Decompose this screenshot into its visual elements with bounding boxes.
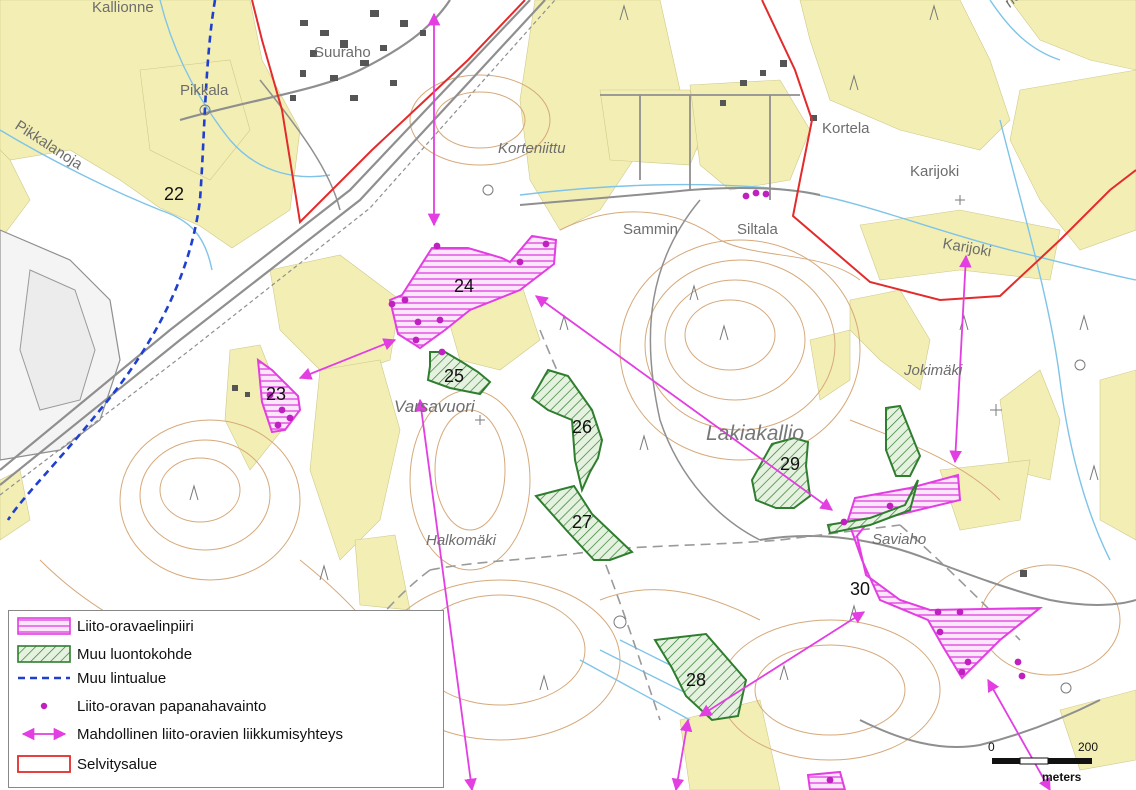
legend-item-nature-site: Muu luontokohde	[15, 643, 192, 665]
label-noja: noja	[1001, 0, 1033, 11]
label-varsavuori: Varsavuori	[394, 397, 476, 416]
legend-item-bird-area: Muu lintualue	[15, 667, 166, 689]
area-30-shape	[846, 473, 1043, 680]
dropping-observations	[266, 189, 1026, 784]
legend-item-droppings: Liito-oravan papanahavainto	[15, 695, 266, 717]
red-outline-box-icon	[15, 754, 73, 774]
flying-squirrel-areas	[256, 234, 1043, 790]
legend-item-movement-link: Mahdollinen liito-oravien liikkumisyhtey…	[15, 723, 343, 745]
legend-label: Mahdollinen liito-oravien liikkumisyhtey…	[77, 725, 343, 743]
legend-label: Muu luontokohde	[77, 645, 193, 663]
area-number-29: 29	[780, 454, 800, 474]
legend-label: Selvitysalue	[77, 755, 158, 773]
legend-item-survey-area: Selvitysalue	[15, 753, 157, 775]
double-arrow-icon	[15, 724, 73, 744]
scale-min-label: 0	[988, 740, 995, 754]
scale-bar-graphic	[992, 757, 1092, 765]
legend-label: Liito-oravan papanahavainto	[77, 697, 267, 715]
map-legend: Liito-oravaelinpiiri Muu luontokohde Muu…	[8, 610, 444, 788]
dashed-blue-line-icon	[15, 668, 73, 688]
label-kallionne: Kallionne	[92, 0, 154, 16]
area-number-27: 27	[572, 512, 592, 532]
label-sammin: Sammin	[623, 221, 678, 238]
area-number-25: 25	[444, 366, 464, 386]
area-jokimaki-shape	[885, 404, 922, 477]
water-features	[0, 0, 1136, 721]
hatch-pink-box-icon	[15, 616, 73, 636]
label-saviaho: Saviaho	[872, 531, 926, 548]
label-suuraho: Suuraho	[314, 44, 371, 61]
label-korteniittu: Korteniittu	[498, 140, 566, 157]
label-karijoki-village: Karijoki	[910, 163, 959, 180]
pink-dot-icon	[15, 696, 73, 716]
area-numbers: 22 23 24 25 26 27 28 29 30	[164, 184, 870, 690]
label-jokimaki: Jokimäki	[903, 362, 963, 379]
legend-label: Muu lintualue	[77, 669, 167, 687]
label-siltala: Siltala	[737, 221, 779, 238]
area-number-28: 28	[686, 670, 706, 690]
legend-item-liito-area: Liito-oravaelinpiiri	[15, 615, 194, 637]
scale-max-label: 200	[1078, 740, 1099, 754]
area-number-23: 23	[266, 384, 286, 404]
area-number-24: 24	[454, 276, 474, 296]
area-number-26: 26	[572, 417, 592, 437]
survey-area-boundary	[251, 0, 1136, 302]
area-number-22: 22	[164, 184, 184, 204]
area-number-30: 30	[850, 579, 870, 599]
scale-unit-label: meters	[1042, 770, 1082, 784]
label-kortela: Kortela	[822, 120, 870, 137]
hatch-green-box-icon	[15, 644, 73, 664]
bird-area-line	[6, 0, 217, 521]
label-halkomaki: Halkomäki	[426, 532, 497, 549]
area-24-shape	[388, 234, 558, 350]
area-link-shape	[826, 479, 919, 535]
area-25-shape	[426, 351, 492, 396]
label-pikkala: Pikkala	[180, 82, 229, 99]
movement-links	[298, 12, 1051, 790]
legend-label: Liito-oravaelinpiiri	[77, 617, 194, 635]
buildings	[232, 10, 1027, 577]
area-bottom-shape	[806, 770, 847, 790]
scale-bar: 0 200 meters	[986, 740, 1104, 786]
quarry-area	[0, 229, 121, 461]
label-lakiakallio: Lakiakallio	[706, 422, 804, 445]
